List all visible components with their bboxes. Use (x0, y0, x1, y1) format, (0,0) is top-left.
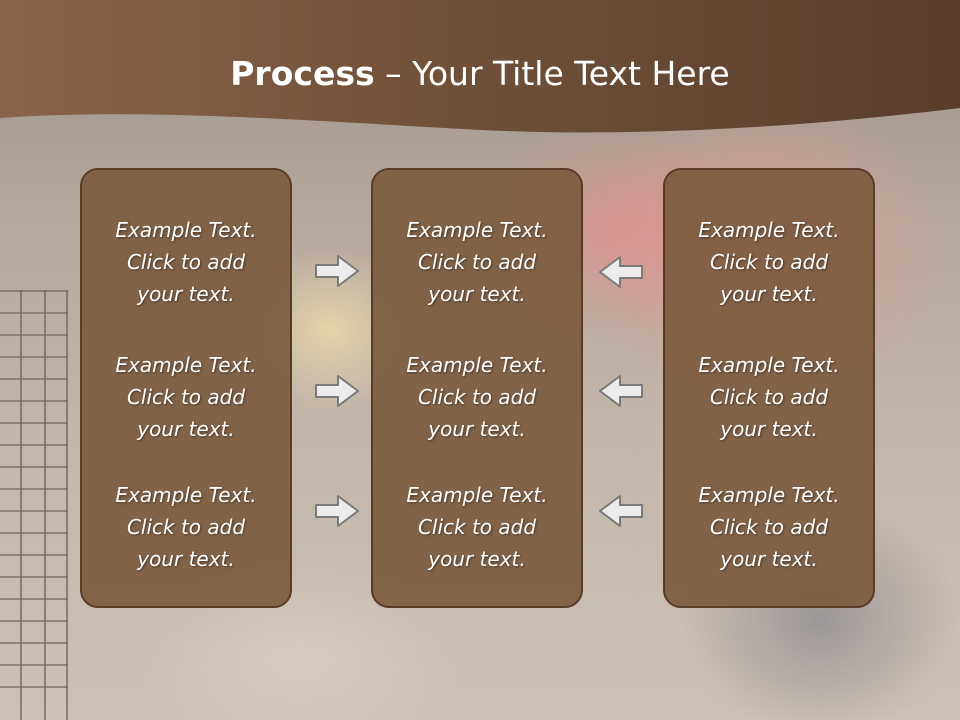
text-block[interactable]: Example Text. Click to add your text. (373, 214, 581, 310)
slide-title[interactable]: Process – Your Title Text Here (0, 54, 960, 93)
text-block[interactable]: Example Text. Click to add your text. (373, 349, 581, 445)
title-bold: Process (230, 54, 375, 93)
title-rest: – Your Title Text Here (374, 54, 730, 93)
text-line: Example Text. (115, 353, 257, 377)
title-banner: Process – Your Title Text Here (0, 0, 960, 150)
text-line: Click to add (417, 385, 537, 409)
left-arrow-icon (599, 256, 643, 288)
text-line: Example Text. (698, 353, 840, 377)
text-line: Example Text. (406, 218, 548, 242)
text-line: your text. (720, 282, 818, 306)
process-box-right[interactable]: Example Text. Click to add your text. Ex… (663, 168, 875, 608)
text-line: Click to add (417, 515, 537, 539)
process-box-center[interactable]: Example Text. Click to add your text. Ex… (371, 168, 583, 608)
text-line: your text. (720, 417, 818, 441)
text-block[interactable]: Example Text. Click to add your text. (82, 349, 290, 445)
text-line: your text. (137, 547, 235, 571)
text-block[interactable]: Example Text. Click to add your text. (665, 214, 873, 310)
text-block[interactable]: Example Text. Click to add your text. (82, 214, 290, 310)
text-block[interactable]: Example Text. Click to add your text. (665, 349, 873, 445)
text-block[interactable]: Example Text. Click to add your text. (82, 479, 290, 575)
text-line: Example Text. (698, 483, 840, 507)
text-line: Click to add (709, 250, 829, 274)
text-line: your text. (137, 282, 235, 306)
text-line: Example Text. (698, 218, 840, 242)
text-line: Click to add (417, 250, 537, 274)
right-arrow-icon (315, 495, 359, 527)
text-line: Click to add (709, 515, 829, 539)
text-line: your text. (137, 417, 235, 441)
text-line: your text. (428, 547, 526, 571)
text-line: your text. (428, 282, 526, 306)
title-banner-shape (0, 0, 960, 133)
right-arrow-icon (315, 375, 359, 407)
text-line: Example Text. (406, 483, 548, 507)
text-line: Click to add (126, 515, 246, 539)
text-line: Click to add (126, 385, 246, 409)
text-block[interactable]: Example Text. Click to add your text. (373, 479, 581, 575)
text-line: Click to add (709, 385, 829, 409)
text-line: Example Text. (406, 353, 548, 377)
text-line: your text. (720, 547, 818, 571)
text-line: Example Text. (115, 483, 257, 507)
text-line: Click to add (126, 250, 246, 274)
text-block[interactable]: Example Text. Click to add your text. (665, 479, 873, 575)
text-line: Example Text. (115, 218, 257, 242)
left-arrow-icon (599, 375, 643, 407)
text-line: your text. (428, 417, 526, 441)
right-arrow-icon (315, 255, 359, 287)
left-arrow-icon (599, 495, 643, 527)
wire-cage-decoration (0, 290, 70, 720)
process-box-left[interactable]: Example Text. Click to add your text. Ex… (80, 168, 292, 608)
